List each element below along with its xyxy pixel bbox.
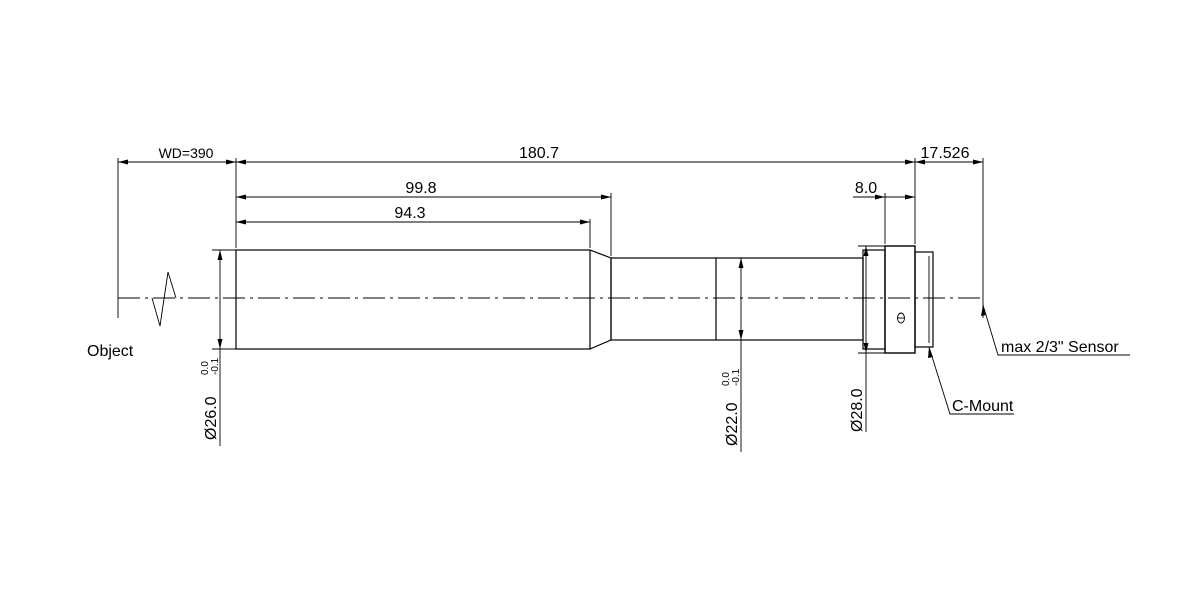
sensor-leader [981, 304, 1130, 356]
front-tol-upper: 0.0 [200, 361, 211, 375]
dim-mount-width [853, 194, 915, 200]
sensor-label: max 2/3" Sensor [1001, 339, 1119, 356]
mount-flange [884, 245, 916, 354]
theta-mark-icon [897, 312, 905, 324]
dim-mount-diameter [858, 245, 885, 432]
dim-front-length-outer [236, 194, 611, 200]
front-length-outer-label: 99.8 [405, 180, 436, 197]
barrel-taper [589, 249, 612, 350]
front-tol-lower: -0.1 [210, 357, 221, 375]
c-mount-label: C-Mount [952, 398, 1014, 415]
wd-label: WD=390 [159, 145, 214, 161]
front-barrel [235, 249, 591, 350]
front-length-inner-label: 94.3 [394, 205, 425, 222]
overall-length-label: 180.7 [519, 145, 559, 162]
dim-overall-length [236, 159, 915, 165]
object-break-symbol [151, 271, 177, 327]
object-label: Object [87, 343, 134, 360]
dim-wd [118, 159, 236, 165]
mount-diameter-label: Ø28.0 [849, 388, 866, 432]
middle-diameter-label: Ø22.0 [724, 402, 741, 446]
dim-middle-diameter [738, 258, 744, 452]
middle-tol-upper: 0.0 [721, 372, 732, 386]
dim-front-diameter [212, 249, 236, 446]
dim-back-focal [915, 159, 983, 165]
middle-barrel [610, 257, 864, 341]
mount-width-label: 8.0 [855, 180, 877, 197]
back-focal-label: 17.526 [921, 145, 970, 162]
c-mount-leader [928, 346, 1014, 415]
middle-tol-lower: -0.1 [731, 368, 742, 386]
dim-front-length-inner [236, 219, 590, 225]
c-mount-thread [914, 251, 934, 348]
front-diameter-label: Ø26.0 [203, 396, 220, 440]
